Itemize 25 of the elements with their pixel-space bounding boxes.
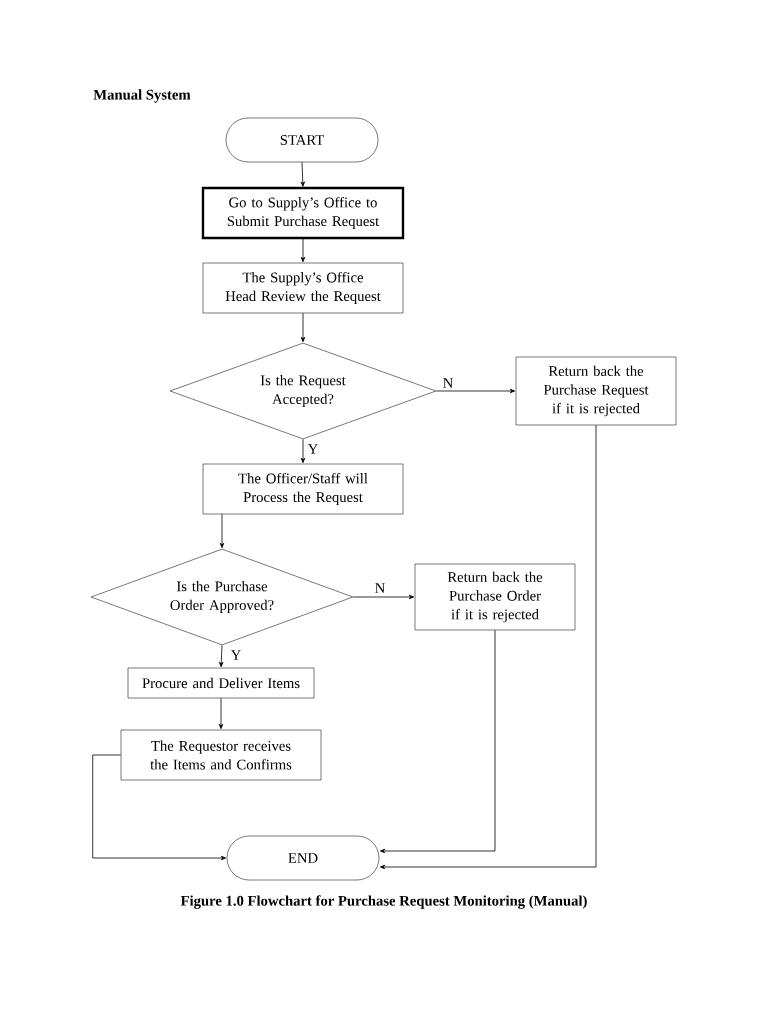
arrow (379, 629, 496, 854)
edge-label: Y (306, 442, 320, 456)
process-box: The Supply’s Office Head Review the Request (202, 262, 404, 314)
arrow (219, 513, 225, 549)
edge-label: Y (229, 648, 243, 662)
process-box: The Requestor receives the Items and Confirms (120, 729, 322, 781)
arrow (300, 238, 306, 263)
edge-label: N (373, 581, 387, 595)
arrow (219, 644, 224, 668)
arrow (352, 594, 415, 600)
process-box: Return back the Purchase Order if it is rejected (414, 563, 576, 631)
arrow (300, 438, 306, 464)
arrow (92, 754, 227, 861)
arrow (218, 697, 224, 730)
process-box: Return back the Purchase Request if it is rejected (515, 356, 677, 426)
process-box: The Officer/Staff will Process the Request (202, 463, 404, 515)
arrow (379, 424, 597, 870)
arrow (435, 388, 516, 394)
arrow (300, 161, 305, 187)
caption: Figure 1.0 Flowchart for Purchase Request Monitoring (Manual) (180, 895, 587, 909)
edge-label: N (441, 376, 455, 390)
arrow (300, 312, 306, 343)
process-box: Go to Supply’s Office to Submit Purchase Request (201, 186, 405, 240)
title: Manual System (93, 89, 191, 103)
process-box: Procure and Deliver Items (127, 667, 315, 699)
